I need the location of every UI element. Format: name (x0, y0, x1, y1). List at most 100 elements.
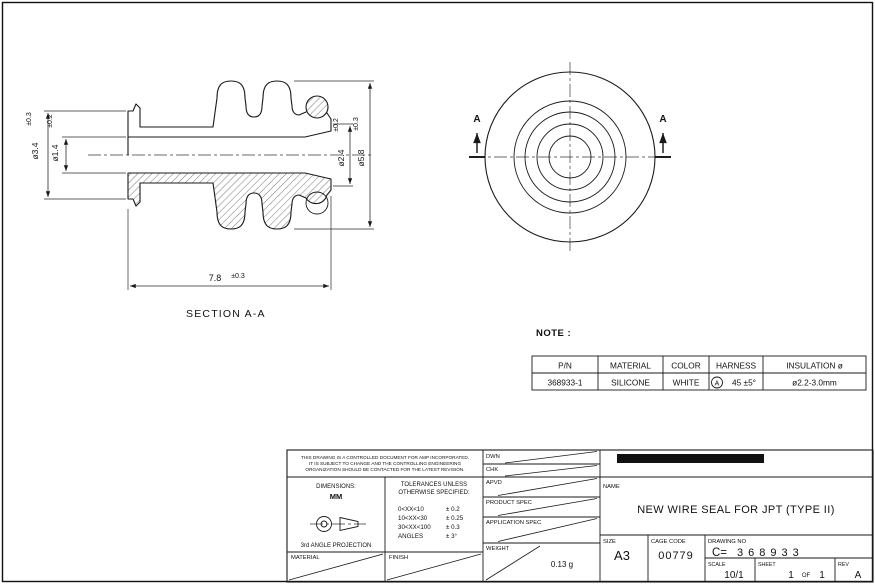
weight-label: WEIGHT (486, 546, 510, 552)
seal-section-hatched (127, 172, 332, 230)
drawing-no-cell: DRAWING NO C= 368933 (708, 539, 804, 559)
material-cell: MATERIAL (288, 553, 384, 581)
projection-circle-inner (320, 520, 328, 528)
header-color: COLOR (671, 361, 701, 371)
drawing-no-value: 368933 (737, 547, 804, 559)
dim-neck-od: ø2.4 ±0.2 (333, 118, 353, 187)
sheet-label: SHEET (758, 562, 776, 568)
redaction-bar (617, 454, 764, 463)
of-label: OF (802, 573, 811, 579)
tolerances-title-2: OTHERWISE SPECIFIED: (398, 490, 470, 496)
dim-bore: ø1.4 ±0.2 (47, 114, 126, 174)
sheet-cell: SHEET 1 OF 1 (758, 562, 825, 581)
scale-label: SCALE (708, 562, 726, 568)
header-pn: P/N (558, 361, 572, 371)
dim-length: 7.8 ±0.3 (127, 196, 332, 290)
rev-value: A (855, 570, 862, 581)
title-block: THIS DRAWING IS A CONTROLLED DOCUMENT FO… (286, 449, 874, 583)
spec-table: P/N MATERIAL COLOR HARNESS INSULATION ø … (531, 355, 867, 391)
retention-rib-section-top (305, 95, 329, 119)
finish-cell: FINISH (386, 553, 482, 581)
dim-length-value: 7.8 (209, 273, 222, 283)
header-harness: HARNESS (716, 361, 757, 371)
note-label: NOTE : (536, 328, 571, 339)
tolerance-value-1: ± 0.2 (446, 506, 460, 513)
notice-line-2: IT IS SUBJECT TO CHANGE AND THE CONTROLL… (309, 461, 462, 466)
dimensions-label: DIMENSIONS: (316, 484, 356, 490)
dim-bore-value: ø1.4 (50, 144, 60, 161)
cage-code-value: 00779 (658, 550, 694, 562)
dim-rib-od-value: ø5.8 (356, 149, 366, 166)
cage-code-cell: CAGE CODE 00779 (651, 539, 694, 562)
section-view: ø3.4 ±0.3 ø1.4 ±0.2 ø2.4 ±0.2 ø5.8 ±0.3 (26, 80, 374, 320)
tolerance-value-3: ± 0.3 (446, 524, 460, 531)
dim-neck-od-tolerance: ±0.2 (333, 118, 340, 132)
dimensions-units: DIMENSIONS: MM (316, 484, 356, 501)
cell-color: WHITE (673, 378, 700, 388)
weight-value: 0.13 g (551, 560, 573, 569)
header-material: MATERIAL (610, 361, 651, 371)
tolerance-value-2: ± 0.25 (446, 515, 464, 522)
cage-code-label: CAGE CODE (651, 539, 686, 545)
section-cut-arrow-left: A (469, 114, 485, 158)
notice-line-1: THIS DRAWING IS A CONTROLLED DOCUMENT FO… (301, 455, 469, 460)
dim-flange-od-tolerance: ±0.3 (26, 112, 33, 126)
sheet-total: 1 (819, 570, 825, 581)
size-label: SIZE (603, 539, 616, 545)
name-label: NAME (603, 484, 620, 490)
scale-value: 10/1 (724, 570, 744, 581)
rev-cell: REV A (838, 562, 862, 581)
drawing-title: NEW WIRE SEAL FOR JPT (TYPE II) (637, 504, 835, 516)
cell-insulation: ø2.2-3.0mm (792, 378, 837, 388)
drawing-no-prefix: C= (712, 547, 727, 559)
dim-rib-od-tolerance: ±0.3 (353, 117, 360, 131)
tolerance-range-3: 30<XX<100 (398, 524, 431, 531)
scale-cell: SCALE 10/1 (708, 562, 744, 581)
tolerances: TOLERANCES UNLESS OTHERWISE SPECIFIED: 0… (398, 482, 470, 540)
end-view-circle-bore (548, 135, 592, 179)
cell-harness: 45 ±5° (732, 378, 756, 388)
harness-symbol-circle (711, 376, 723, 389)
tolerance-value-4: ± 3° (446, 533, 458, 540)
dim-length-tolerance: ±0.3 (231, 273, 245, 280)
tolerance-range-4: ANGLES (398, 533, 423, 540)
name-area: NAME NEW WIRE SEAL FOR JPT (TYPE II) (600, 454, 873, 516)
end-view: A A (469, 62, 671, 252)
dim-neck-od-value: ø2.4 (336, 149, 346, 166)
third-angle-projection: 3rd ANGLE PROJECTION (301, 516, 372, 549)
retention-rib-section-bottom (305, 191, 329, 215)
dim-bore-tolerance: ±0.2 (47, 114, 54, 128)
apvd-label: APVD (486, 480, 502, 486)
size-cell: SIZE A3 (603, 539, 630, 563)
finish-label: FINISH (389, 555, 408, 561)
size-value: A3 (614, 548, 630, 563)
end-view-circle-neck (524, 111, 616, 203)
dim-rib-od: ø5.8 ±0.3 (294, 80, 374, 230)
cell-material: SILICONE (611, 378, 650, 388)
tolerances-title-1: TOLERANCES UNLESS (401, 482, 467, 488)
application-spec-label: APPLICATION SPEC (486, 520, 541, 526)
dim-flange-od-value: ø3.4 (30, 142, 40, 159)
harness-symbol: A (715, 380, 720, 387)
projection-label: 3rd ANGLE PROJECTION (301, 543, 372, 549)
dim-flange-od: ø3.4 ±0.3 (26, 110, 126, 200)
notice-line-3: ORGANIZATION SHOULD BE CONTACTED FOR THE… (305, 467, 464, 472)
product-spec-label: PRODUCT SPEC (486, 500, 532, 506)
note-block: NOTE : P/N MATERIAL COLOR HARNESS INSULA… (531, 328, 867, 391)
dwn-label: DWN (486, 454, 500, 460)
header-insulation: INSULATION ø (786, 361, 843, 371)
projection-cone (339, 516, 359, 532)
cell-pn: 368933-1 (547, 378, 582, 388)
end-view-circle-rib (513, 100, 627, 214)
material-label: MATERIAL (291, 555, 320, 561)
chk-label: CHK (486, 467, 498, 473)
tolerance-range-2: 10<XX<30 (398, 515, 428, 522)
sheet-number: 1 (788, 570, 794, 581)
section-label: SECTION A-A (186, 308, 266, 320)
dimensions-unit: MM (330, 492, 343, 501)
signature-rows: DWN CHK APVD PRODUCT SPEC APPLICATION SP… (483, 451, 600, 581)
section-cut-label-right: A (659, 114, 666, 125)
